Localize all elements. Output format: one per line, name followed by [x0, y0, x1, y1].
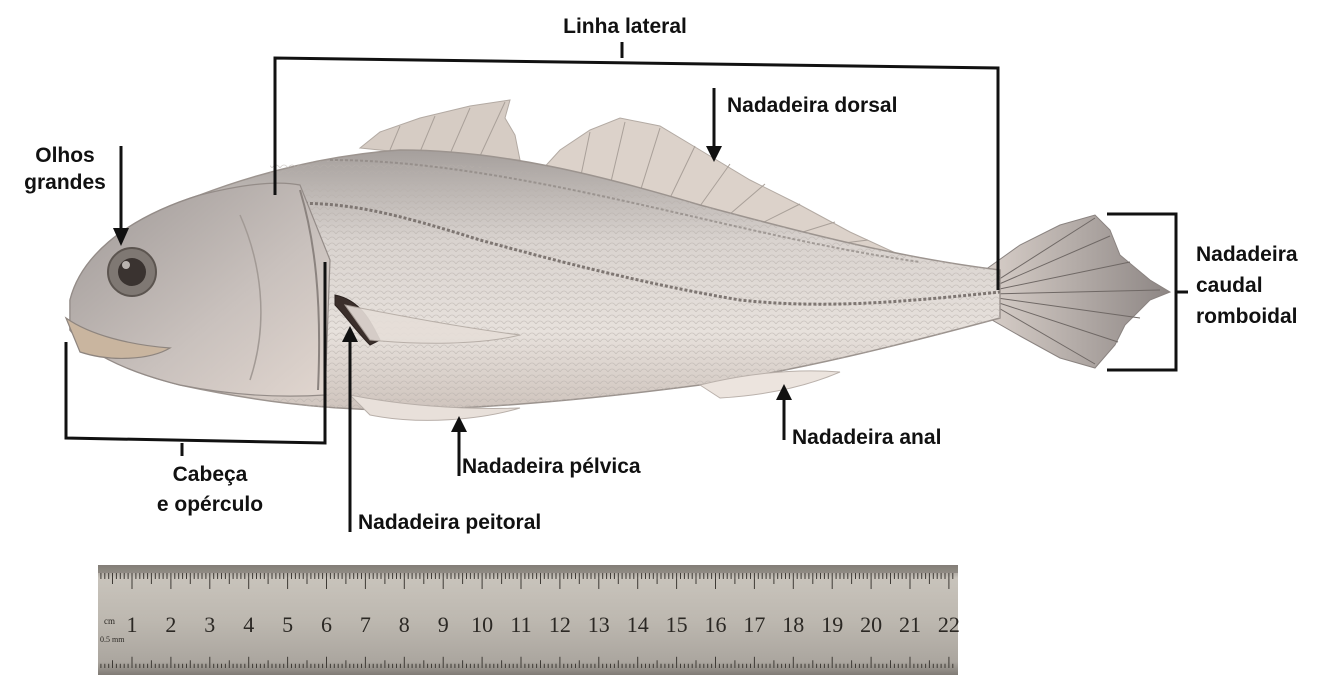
fish-pupil [118, 258, 146, 286]
nadadeira-anal-text: Nadadeira anal [792, 424, 941, 451]
label-linha-lateral: Linha lateral [540, 13, 710, 40]
eye-highlight [122, 261, 130, 269]
ruler-number: 1 [127, 612, 138, 637]
ruler: 12345678910111213141516171819202122cm0.5… [98, 565, 960, 675]
ruler-number: 3 [204, 612, 215, 637]
ruler-number: 8 [399, 612, 410, 637]
ruler-top-edge [98, 565, 958, 573]
olhos-text: Olhos [10, 142, 120, 169]
label-cabeca-operculo: Cabeça e opérculo [125, 461, 295, 518]
caudal-line2-text: caudal [1196, 272, 1298, 299]
label-nadadeira-peitoral: Nadadeira peitoral [358, 509, 541, 536]
caudal-line3-text: romboidal [1196, 303, 1298, 330]
ruler-number: 13 [588, 612, 610, 637]
ruler-number: 21 [899, 612, 921, 637]
ruler-number: 5 [282, 612, 293, 637]
label-nadadeira-caudal: Nadadeira caudal romboidal [1196, 241, 1298, 330]
ruler-number: 6 [321, 612, 332, 637]
label-olhos-grandes: Olhos grandes [10, 142, 120, 196]
ruler-number: 7 [360, 612, 371, 637]
ruler-number: 20 [860, 612, 882, 637]
label-nadadeira-pelvica: Nadadeira pélvica [462, 453, 641, 480]
nadadeira-dorsal-text: Nadadeira dorsal [727, 92, 897, 119]
label-nadadeira-anal: Nadadeira anal [792, 424, 941, 451]
fish-scales [270, 161, 1000, 410]
operculo-text: e opérculo [125, 491, 295, 518]
ruler-number: 4 [243, 612, 254, 637]
ruler-number: 16 [705, 612, 727, 637]
ruler-number: 9 [438, 612, 449, 637]
fish-head [70, 183, 330, 396]
ruler-number: 17 [743, 612, 765, 637]
nadadeira-pelvica-text: Nadadeira pélvica [462, 453, 641, 480]
ruler-number: 15 [666, 612, 688, 637]
cabeca-text: Cabeça [125, 461, 295, 488]
ruler-unit-mm: 0.5 mm [100, 635, 125, 644]
caudal-line1-text: Nadadeira [1196, 241, 1298, 268]
ruler-unit-cm: cm [104, 616, 115, 626]
ruler-number: 11 [510, 612, 531, 637]
ruler-number: 19 [821, 612, 843, 637]
grandes-text: grandes [10, 169, 120, 196]
nadadeira-peitoral-text: Nadadeira peitoral [358, 509, 541, 536]
label-nadadeira-dorsal: Nadadeira dorsal [727, 92, 897, 119]
linha-lateral-text: Linha lateral [540, 13, 710, 40]
ruler-number: 10 [471, 612, 493, 637]
ruler-number: 2 [165, 612, 176, 637]
ruler-number: 14 [627, 612, 649, 637]
ruler-number: 12 [549, 612, 571, 637]
ruler-number: 18 [782, 612, 804, 637]
ruler-number: 22 [938, 612, 960, 637]
